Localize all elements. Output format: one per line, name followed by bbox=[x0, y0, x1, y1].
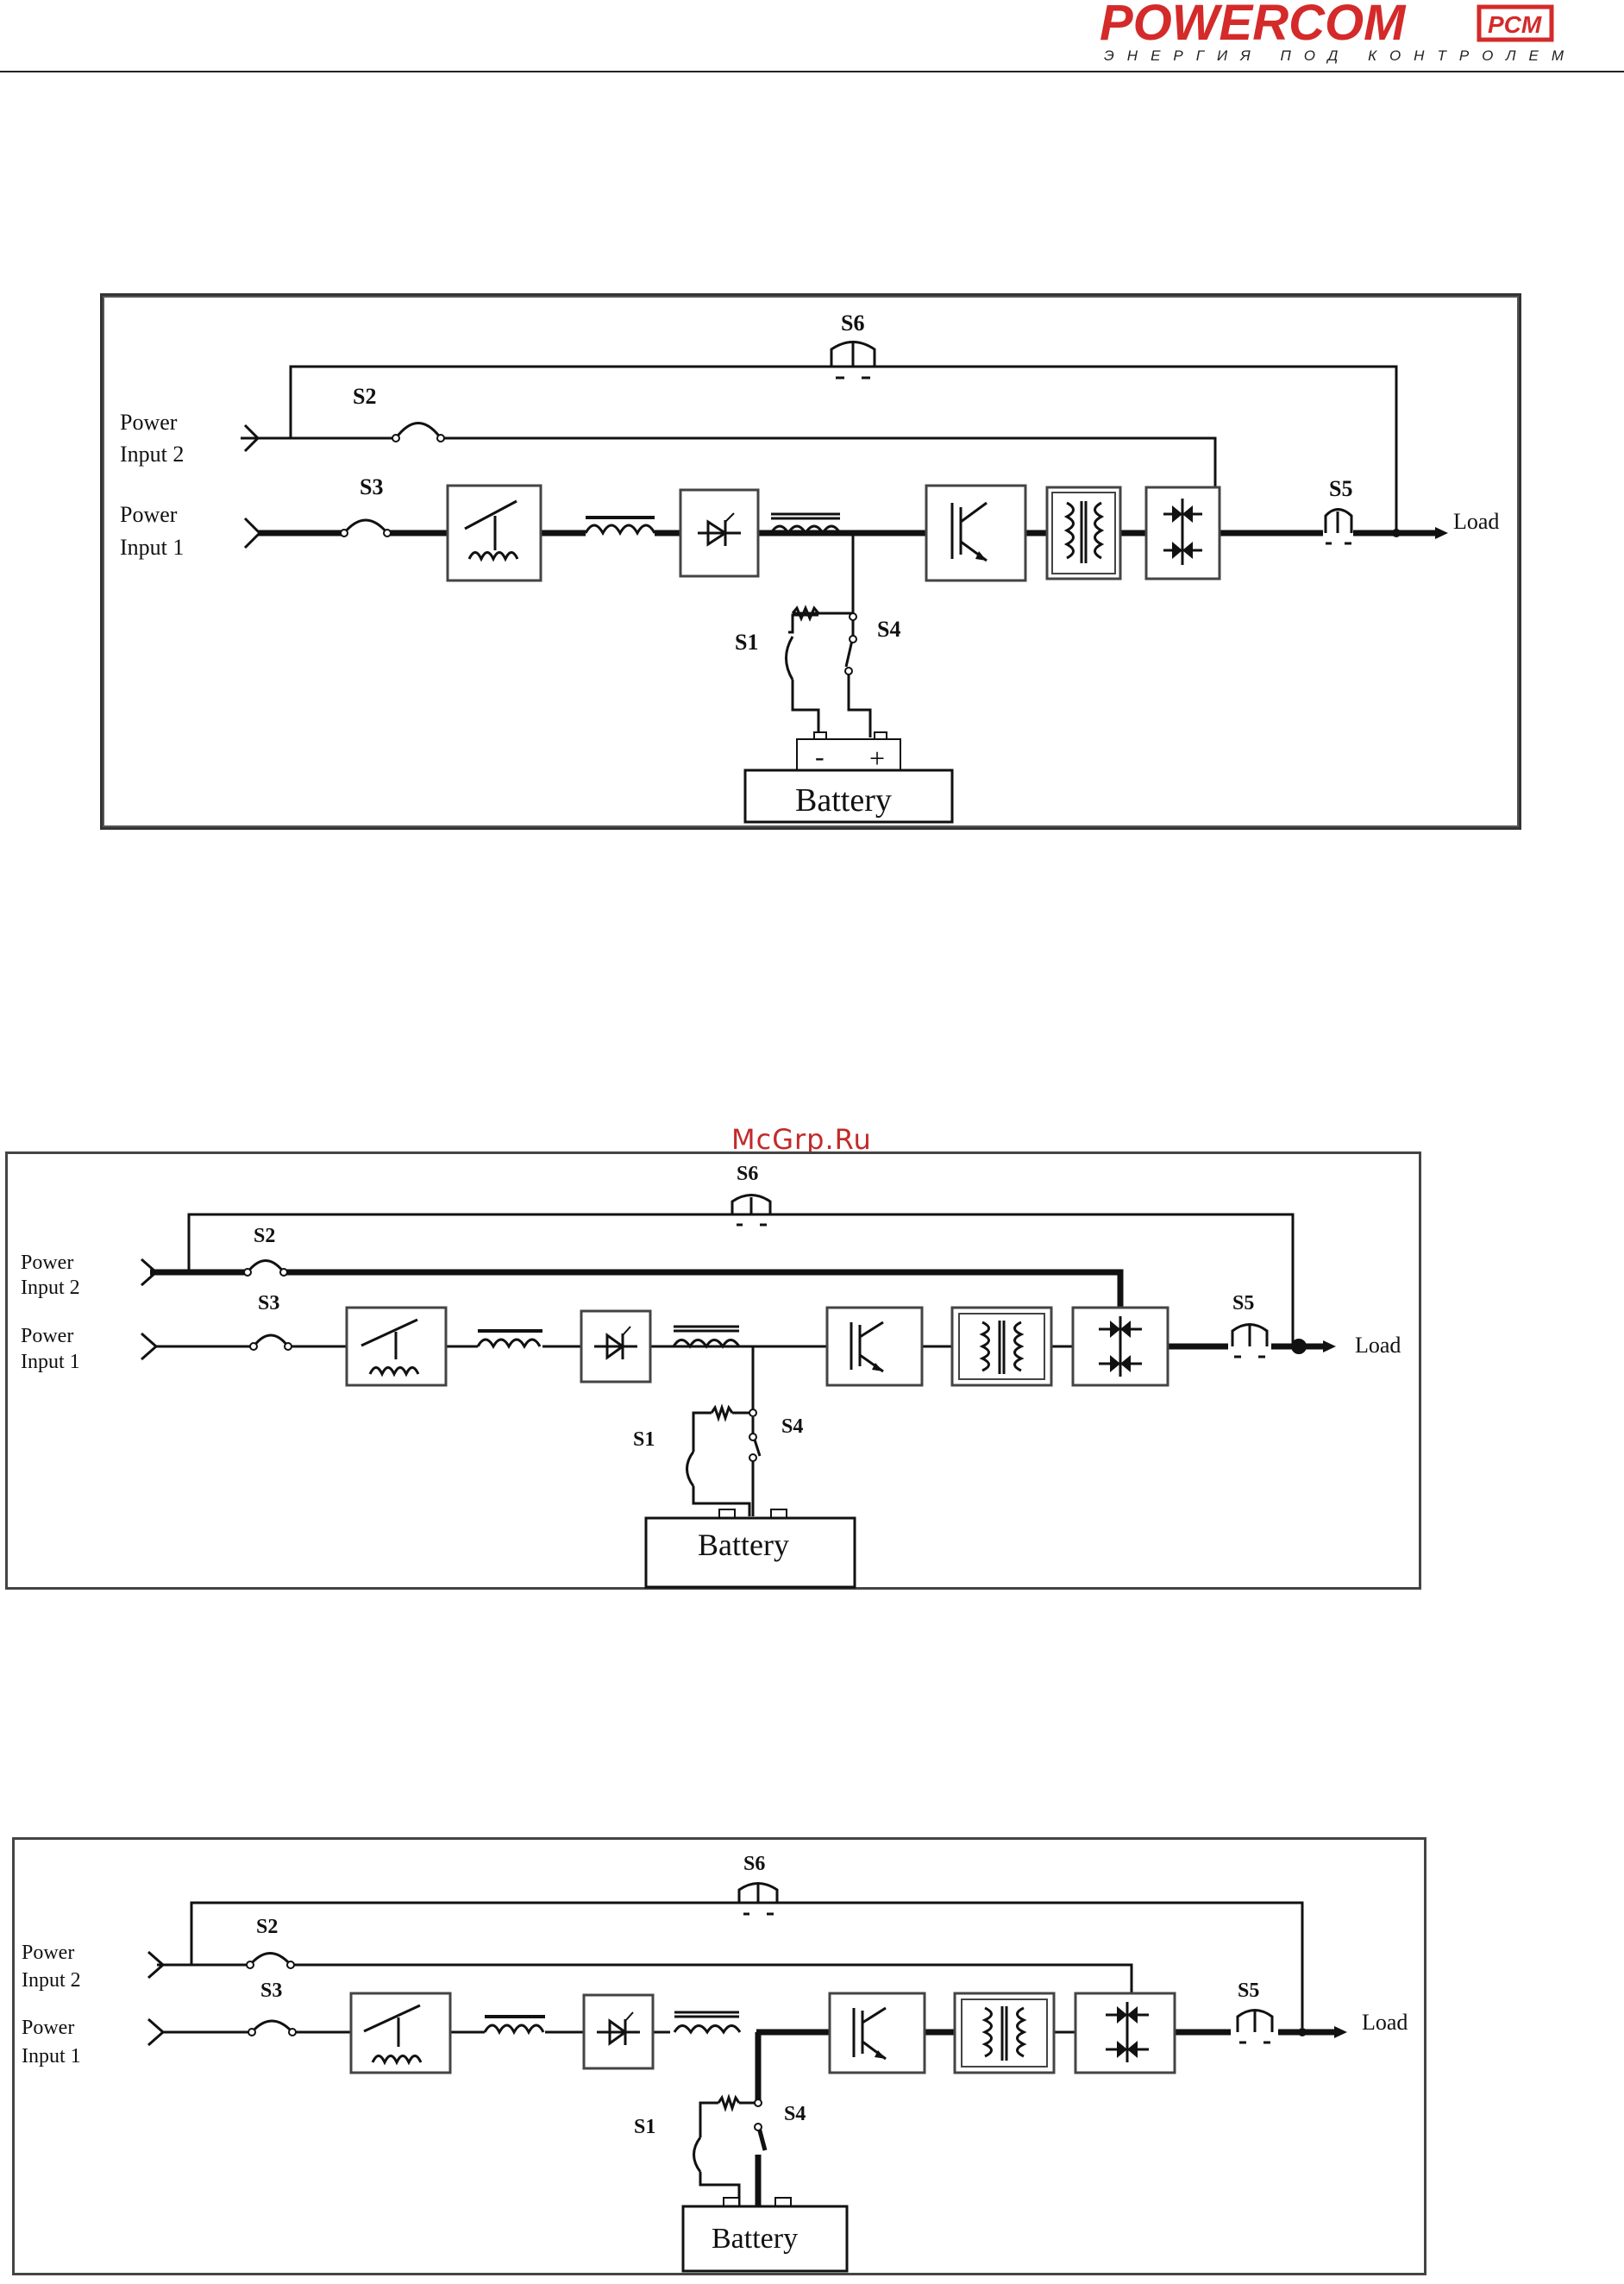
s5-switch-icon bbox=[1232, 1325, 1267, 1358]
s2-label: S2 bbox=[353, 384, 376, 409]
load-label: Load bbox=[1362, 2010, 1408, 2035]
junction-dot bbox=[1392, 529, 1401, 537]
s5-label: S5 bbox=[1232, 1292, 1254, 1315]
s6-switch-icon bbox=[831, 342, 875, 379]
s1-fuse-icon bbox=[687, 1452, 694, 1486]
rectifier-box bbox=[680, 490, 758, 576]
transformer-box bbox=[1047, 487, 1120, 579]
s5-label: S5 bbox=[1238, 1980, 1259, 2002]
inverter-box bbox=[926, 486, 1025, 580]
input1-label-line1: Power bbox=[21, 1325, 73, 1347]
s5-switch-icon bbox=[1238, 2011, 1272, 2043]
input1-terminal-icon bbox=[141, 1333, 156, 1359]
battery-plus-label: + bbox=[869, 743, 885, 774]
s4-label: S4 bbox=[877, 617, 900, 642]
input1-label-line1: Power bbox=[120, 502, 178, 527]
s3-fuse-icon bbox=[344, 520, 387, 533]
s2-fuse-icon bbox=[250, 1954, 291, 1966]
rectifier-box bbox=[584, 1995, 653, 2068]
header-rule bbox=[0, 71, 1624, 72]
logo-tagline: ЭНЕРГИЯ ПОД КОНТРОЛЕМ bbox=[1104, 47, 1577, 64]
battery-label: Battery bbox=[712, 2223, 798, 2255]
inductor-2-icon bbox=[674, 1327, 739, 1346]
s2-line bbox=[291, 1965, 1132, 1993]
static-switch-box bbox=[1075, 1993, 1175, 2073]
static-switch-box bbox=[1146, 487, 1220, 579]
load-label: Load bbox=[1453, 509, 1499, 534]
input1-terminal-icon bbox=[148, 2019, 163, 2045]
logo-badge: PCM bbox=[1488, 11, 1542, 38]
s1-resistor-icon bbox=[718, 2098, 739, 2108]
input2-label-line1: Power bbox=[22, 1942, 74, 1964]
junction-dot bbox=[1291, 1339, 1307, 1354]
ups-diagram-battery-mode: S6 S2 S3 S5 S1 S4 Power Input 2 Power In… bbox=[12, 1837, 1426, 2275]
inductor-1-icon bbox=[586, 518, 655, 533]
input2-label-line1: Power bbox=[120, 410, 178, 435]
s6-label: S6 bbox=[737, 1163, 758, 1185]
static-switch-box bbox=[1073, 1308, 1168, 1385]
input2-label-line1: Power bbox=[21, 1252, 73, 1274]
battery-label: Battery bbox=[795, 782, 892, 819]
inverter-box bbox=[830, 1993, 925, 2073]
battery-label: Battery bbox=[698, 1528, 789, 1562]
load-arrow-icon bbox=[1435, 527, 1448, 539]
input1-label-line2: Input 1 bbox=[22, 2045, 81, 2068]
s6-label: S6 bbox=[841, 311, 864, 336]
s6-switch-icon bbox=[732, 1195, 770, 1226]
ups-diagram-bypass-mode: S6 S2 S3 S5 S1 S4 Power Input 2 Power In… bbox=[5, 1151, 1421, 1590]
input1-terminal-icon bbox=[245, 518, 260, 548]
s2-label: S2 bbox=[254, 1225, 275, 1247]
s5-label: S5 bbox=[1329, 476, 1352, 501]
s6-label: S6 bbox=[743, 1853, 765, 1875]
input2-label-line2: Input 2 bbox=[22, 1969, 81, 1992]
s4-label: S4 bbox=[781, 1415, 803, 1438]
s1-label: S1 bbox=[633, 1428, 655, 1451]
s3-label: S3 bbox=[360, 474, 383, 499]
s2-fuse-icon bbox=[248, 1261, 284, 1273]
load-label: Load bbox=[1355, 1333, 1401, 1358]
input-breaker-box bbox=[448, 486, 541, 580]
input-breaker-box bbox=[351, 1993, 450, 2073]
s2-line bbox=[441, 438, 1215, 488]
s2-label: S2 bbox=[256, 1916, 278, 1938]
logo-wordmark: POWERCOM bbox=[1100, 0, 1407, 51]
rectifier-box bbox=[581, 1311, 650, 1382]
load-arrow-icon bbox=[1334, 2026, 1347, 2038]
s1-fuse-icon bbox=[694, 2137, 701, 2172]
s3-fuse-icon bbox=[254, 1335, 288, 1346]
ups-diagram-normal-mode: S6 S2 S3 S5 S1 S4 Power Input 2 Power In… bbox=[100, 293, 1521, 830]
s5-switch-icon bbox=[1326, 510, 1351, 544]
s1-fuse-icon bbox=[787, 637, 793, 680]
input2-label-line2: Input 2 bbox=[21, 1277, 80, 1299]
transformer-box bbox=[952, 1308, 1051, 1385]
input2-label-line2: Input 2 bbox=[120, 442, 184, 467]
s4-label: S4 bbox=[784, 2103, 806, 2125]
s2-fuse-icon bbox=[396, 424, 441, 439]
s3-label: S3 bbox=[260, 1980, 282, 2002]
battery-minus-label: - bbox=[815, 741, 825, 772]
inductor-1-icon bbox=[485, 2017, 545, 2032]
input1-label-line1: Power bbox=[22, 2017, 74, 2039]
powercom-logo: POWERCOM PCM ЭНЕРГИЯ ПОД КОНТРОЛЕМ bbox=[1082, 0, 1600, 66]
input1-label-line2: Input 1 bbox=[120, 535, 184, 560]
s1-label: S1 bbox=[634, 2116, 655, 2138]
s6-switch-icon bbox=[739, 1884, 777, 1915]
s3-fuse-icon bbox=[252, 2021, 292, 2032]
load-arrow-icon bbox=[1323, 1340, 1336, 1352]
inductor-1-icon bbox=[478, 1331, 542, 1346]
inverter-box bbox=[827, 1308, 922, 1385]
junction-dot bbox=[1298, 2028, 1307, 2036]
s1-resistor-icon bbox=[712, 1408, 732, 1418]
transformer-box bbox=[955, 1993, 1054, 2073]
input-breaker-box bbox=[347, 1308, 446, 1385]
input1-label-line2: Input 1 bbox=[21, 1351, 80, 1373]
s1-label: S1 bbox=[735, 630, 758, 655]
inductor-2-icon bbox=[674, 2012, 740, 2032]
s3-label: S3 bbox=[258, 1292, 279, 1315]
